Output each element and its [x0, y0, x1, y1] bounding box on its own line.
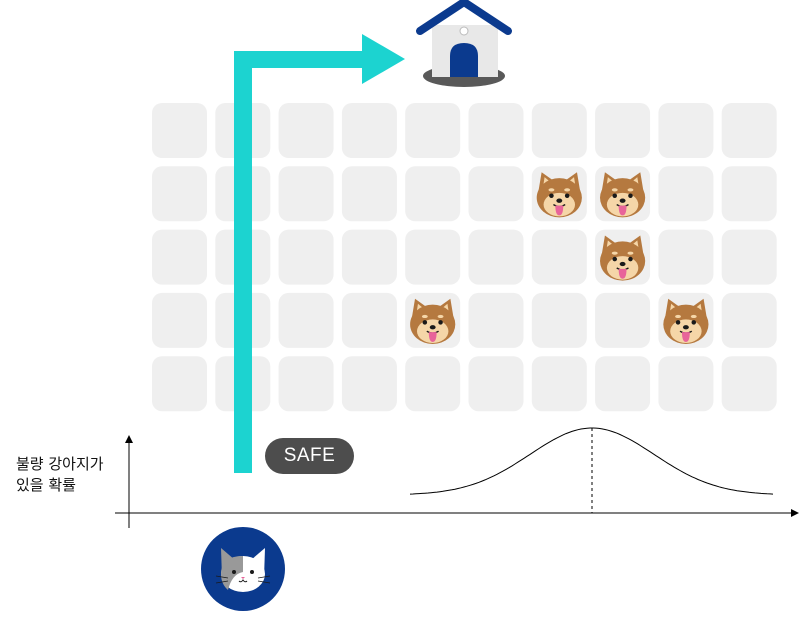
grid-cell — [468, 292, 524, 348]
dog-icon — [599, 171, 646, 219]
grid-cell — [721, 103, 777, 158]
grid-cell — [531, 103, 587, 158]
grid-cell — [468, 103, 524, 158]
grid-cell — [152, 356, 207, 412]
grid-cell — [152, 166, 207, 222]
house-icon — [416, 0, 512, 87]
grid-cell — [152, 229, 207, 285]
grid-cell — [405, 229, 461, 285]
grid-cell — [278, 292, 334, 348]
grid-cell — [341, 103, 397, 158]
safe-badge: SAFE — [265, 438, 354, 474]
grid-cell — [468, 229, 524, 285]
grid-cell — [468, 356, 524, 412]
cat-icon — [201, 527, 285, 611]
grid-cell — [531, 292, 587, 348]
grid-cell — [721, 356, 777, 412]
board-grid — [152, 103, 777, 412]
grid-cell — [278, 103, 334, 158]
dog-icon — [409, 298, 456, 345]
grid-cell — [341, 292, 397, 348]
grid-cell — [531, 229, 587, 285]
grid-cell — [278, 356, 334, 412]
grid-cell — [405, 166, 461, 222]
grid-cell — [531, 356, 587, 412]
grid-cell — [658, 229, 714, 285]
grid-cell — [405, 103, 461, 158]
grid-cell — [468, 166, 524, 222]
grid-cell — [658, 356, 714, 412]
grid-cell — [341, 229, 397, 285]
grid-cell — [721, 166, 777, 222]
grid-cell — [658, 103, 714, 158]
grid-cell — [595, 292, 651, 348]
grid-cell — [595, 356, 651, 412]
y-axis-label: 불량 강아지가 있을 확률 — [16, 454, 104, 496]
grid-cell — [721, 229, 777, 285]
grid-cell — [278, 166, 334, 222]
dog-icon — [536, 171, 583, 219]
grid-cell — [405, 356, 461, 412]
y-axis-label-line-2: 있을 확률 — [16, 476, 76, 494]
grid-cell — [341, 356, 397, 412]
grid-cell — [152, 292, 207, 348]
path-arrow — [234, 34, 405, 473]
grid-cell — [595, 103, 651, 158]
grid-cell — [278, 229, 334, 285]
grid-cell — [152, 103, 207, 158]
grid-cell — [658, 166, 714, 222]
dog-icon — [662, 298, 710, 345]
grid-cell — [721, 292, 777, 348]
grid-cell — [341, 166, 397, 222]
dog-icon — [599, 234, 646, 282]
y-axis-label-line-1: 불량 강아지가 — [16, 455, 104, 473]
